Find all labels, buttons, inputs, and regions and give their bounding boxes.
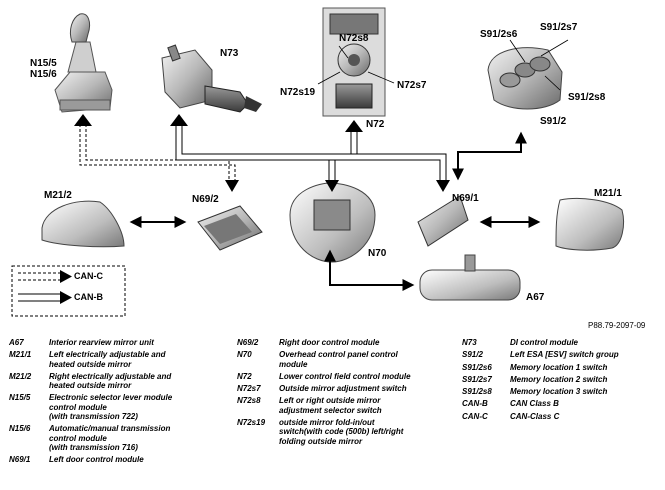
legend-entry-code: M21/2 bbox=[9, 371, 32, 381]
legend-entry-description: Outside mirror adjustment switch bbox=[279, 384, 407, 394]
label-n72: N72 bbox=[366, 119, 385, 130]
legend-entry: N69/1 Left door control module bbox=[9, 455, 219, 464]
legend-entry-description: Left or right outside mirror adjustment … bbox=[279, 396, 382, 415]
label-n15: N15/5 N15/6 bbox=[30, 58, 57, 80]
legend-entry-description: Memory location 3 switch bbox=[510, 387, 608, 397]
bus-arrowheads bbox=[74, 114, 450, 192]
legend-entry: M21/1 Left electrically adjustable and he… bbox=[9, 350, 219, 369]
label-n69-2: N69/2 bbox=[192, 194, 219, 205]
legend-entry-code: S91/2 bbox=[462, 350, 483, 360]
legend-entry: N72s7 Outside mirror adjustment switch bbox=[237, 384, 437, 393]
legend-entry-code: N72 bbox=[237, 371, 252, 381]
legend-entry-description: Electronic selector lever module control… bbox=[49, 393, 173, 422]
legend-entry-description: Right door control module bbox=[279, 338, 380, 347]
legend-entry-code: N72s19 bbox=[237, 418, 266, 428]
direct-connection-lines bbox=[129, 131, 541, 291]
label-n69-1: N69/1 bbox=[452, 193, 479, 204]
legend-entry-code: N73 bbox=[462, 338, 477, 347]
legend-entry-description: CAN-Class C bbox=[510, 411, 560, 421]
bus-legend-graphics bbox=[11, 265, 126, 317]
legend-entry: N72s8 Left or right outside mirror adjust… bbox=[237, 396, 437, 415]
legend-entry-description: Overhead control panel control module bbox=[279, 350, 398, 369]
label-s91-2s8: S91/2s8 bbox=[568, 92, 606, 103]
legend-entry-description: Lower control field control module bbox=[279, 371, 411, 381]
can-c-bus-line bbox=[79, 124, 236, 182]
legend-entry-description: outside mirror fold-in/out switch(with c… bbox=[279, 418, 404, 446]
legend-entry-description: CAN Class B bbox=[510, 399, 559, 409]
legend-entry: N15/6 Automatic/manual transmission contr… bbox=[9, 424, 219, 452]
legend-entry-code: M21/1 bbox=[9, 350, 32, 360]
legend-can-c-label: CAN-C bbox=[74, 271, 103, 281]
legend-entry: M21/2 Right electrically adjustable and h… bbox=[9, 372, 219, 391]
legend-entry: S91/2 Left ESA [ESV] switch group bbox=[462, 350, 662, 359]
label-m21-2: M21/2 bbox=[44, 190, 72, 201]
n15-selector-module-image bbox=[54, 13, 113, 113]
legend-entry-description: Left door control module bbox=[49, 455, 144, 465]
legend-entry: N15/5 Electronic selector lever module co… bbox=[9, 393, 219, 421]
legend-entry-description: Left ESA [ESV] switch group bbox=[510, 350, 619, 360]
label-s91-2s7: S91/2s7 bbox=[540, 22, 578, 33]
system-diagram: N15/5 N15/6 N73 N72s8 N72s19 N72s7 N72 S… bbox=[11, 7, 646, 330]
n69-1-door-module-image bbox=[417, 195, 469, 247]
legend-entry: S91/2s8 Memory location 3 switch bbox=[462, 387, 662, 396]
a67-rearview-mirror-image bbox=[419, 254, 521, 301]
legend-entry-description: Right electrically adjustable and heated… bbox=[49, 371, 172, 391]
label-m21-1: M21/1 bbox=[594, 188, 622, 199]
legend-entry-description: Left electrically adjustable and heated … bbox=[49, 350, 166, 369]
legend-entry-code: CAN-C bbox=[462, 411, 488, 421]
legend-entry-code: N72s8 bbox=[237, 396, 261, 406]
legend-entry-code: A67 bbox=[9, 338, 24, 347]
label-n73: N73 bbox=[220, 48, 239, 59]
n69-2-door-module-image bbox=[197, 205, 263, 251]
n72-control-field-image bbox=[322, 7, 386, 117]
label-a67: A67 bbox=[526, 292, 545, 303]
legend-entry-code: S91/2s6 bbox=[462, 362, 492, 372]
legend-entry-code: N70 bbox=[237, 350, 252, 360]
legend-entry-code: CAN-B bbox=[462, 399, 488, 409]
m21-1-left-mirror-image bbox=[555, 197, 625, 251]
label-s91-2: S91/2 bbox=[540, 116, 567, 127]
legend-entry: CAN-C CAN-Class C bbox=[462, 412, 662, 421]
label-n72s7: N72s7 bbox=[397, 80, 427, 91]
legend-entry: N72s19 outside mirror fold-in/out switch(… bbox=[237, 418, 437, 446]
diagram-graphics bbox=[11, 7, 625, 317]
legend-entry-description: Interior rearview mirror unit bbox=[49, 338, 154, 347]
label-n72s19: N72s19 bbox=[280, 87, 316, 98]
n73-di-module-image bbox=[161, 44, 262, 113]
legend-entry-description: Memory location 2 switch bbox=[510, 374, 608, 384]
legend-entry-code: N15/6 bbox=[9, 424, 31, 434]
legend-entry-code: N69/2 bbox=[237, 338, 259, 347]
legend-entry: CAN-B CAN Class B bbox=[462, 399, 662, 408]
legend-entry: S91/2s6 Memory location 1 switch bbox=[462, 363, 662, 372]
legend-entry-code: N72s7 bbox=[237, 384, 261, 394]
legend-entry-description: Memory location 1 switch bbox=[510, 362, 608, 372]
legend-entry: A67 Interior rearview mirror unit bbox=[9, 338, 219, 347]
m21-2-right-mirror-image bbox=[41, 200, 125, 248]
legend-entry-code: N69/1 bbox=[9, 455, 31, 465]
legend-entry-code: N15/5 bbox=[9, 393, 31, 403]
legend-entry: N72 Lower control field control module bbox=[237, 372, 437, 381]
legend-can-b-label: CAN-B bbox=[74, 292, 103, 302]
legend-entry-description: DI control module bbox=[510, 338, 578, 347]
legend-entry: N73 DI control module bbox=[462, 338, 662, 347]
legend-entry-description: Automatic/manual transmission control mo… bbox=[49, 424, 171, 452]
can-b-bus-line bbox=[175, 124, 447, 182]
legend-entry: N69/2 Right door control module bbox=[237, 338, 437, 347]
label-n72s8: N72s8 bbox=[339, 33, 369, 44]
legend-entry-code: S91/2s7 bbox=[462, 374, 492, 384]
label-pointer-lines bbox=[317, 39, 569, 91]
label-n70: N70 bbox=[368, 248, 387, 259]
legend-entry: S91/2s7 Memory location 2 switch bbox=[462, 375, 662, 384]
legend-entry-code: S91/2s8 bbox=[462, 387, 492, 397]
label-s91-2s6: S91/2s6 bbox=[480, 29, 518, 40]
n70-overhead-panel-image bbox=[289, 182, 376, 263]
legend-entry: N70 Overhead control panel control module bbox=[237, 350, 437, 369]
figure-reference: P88.79-2097-09 bbox=[588, 321, 646, 330]
s91-2-switch-group-image bbox=[487, 47, 563, 110]
